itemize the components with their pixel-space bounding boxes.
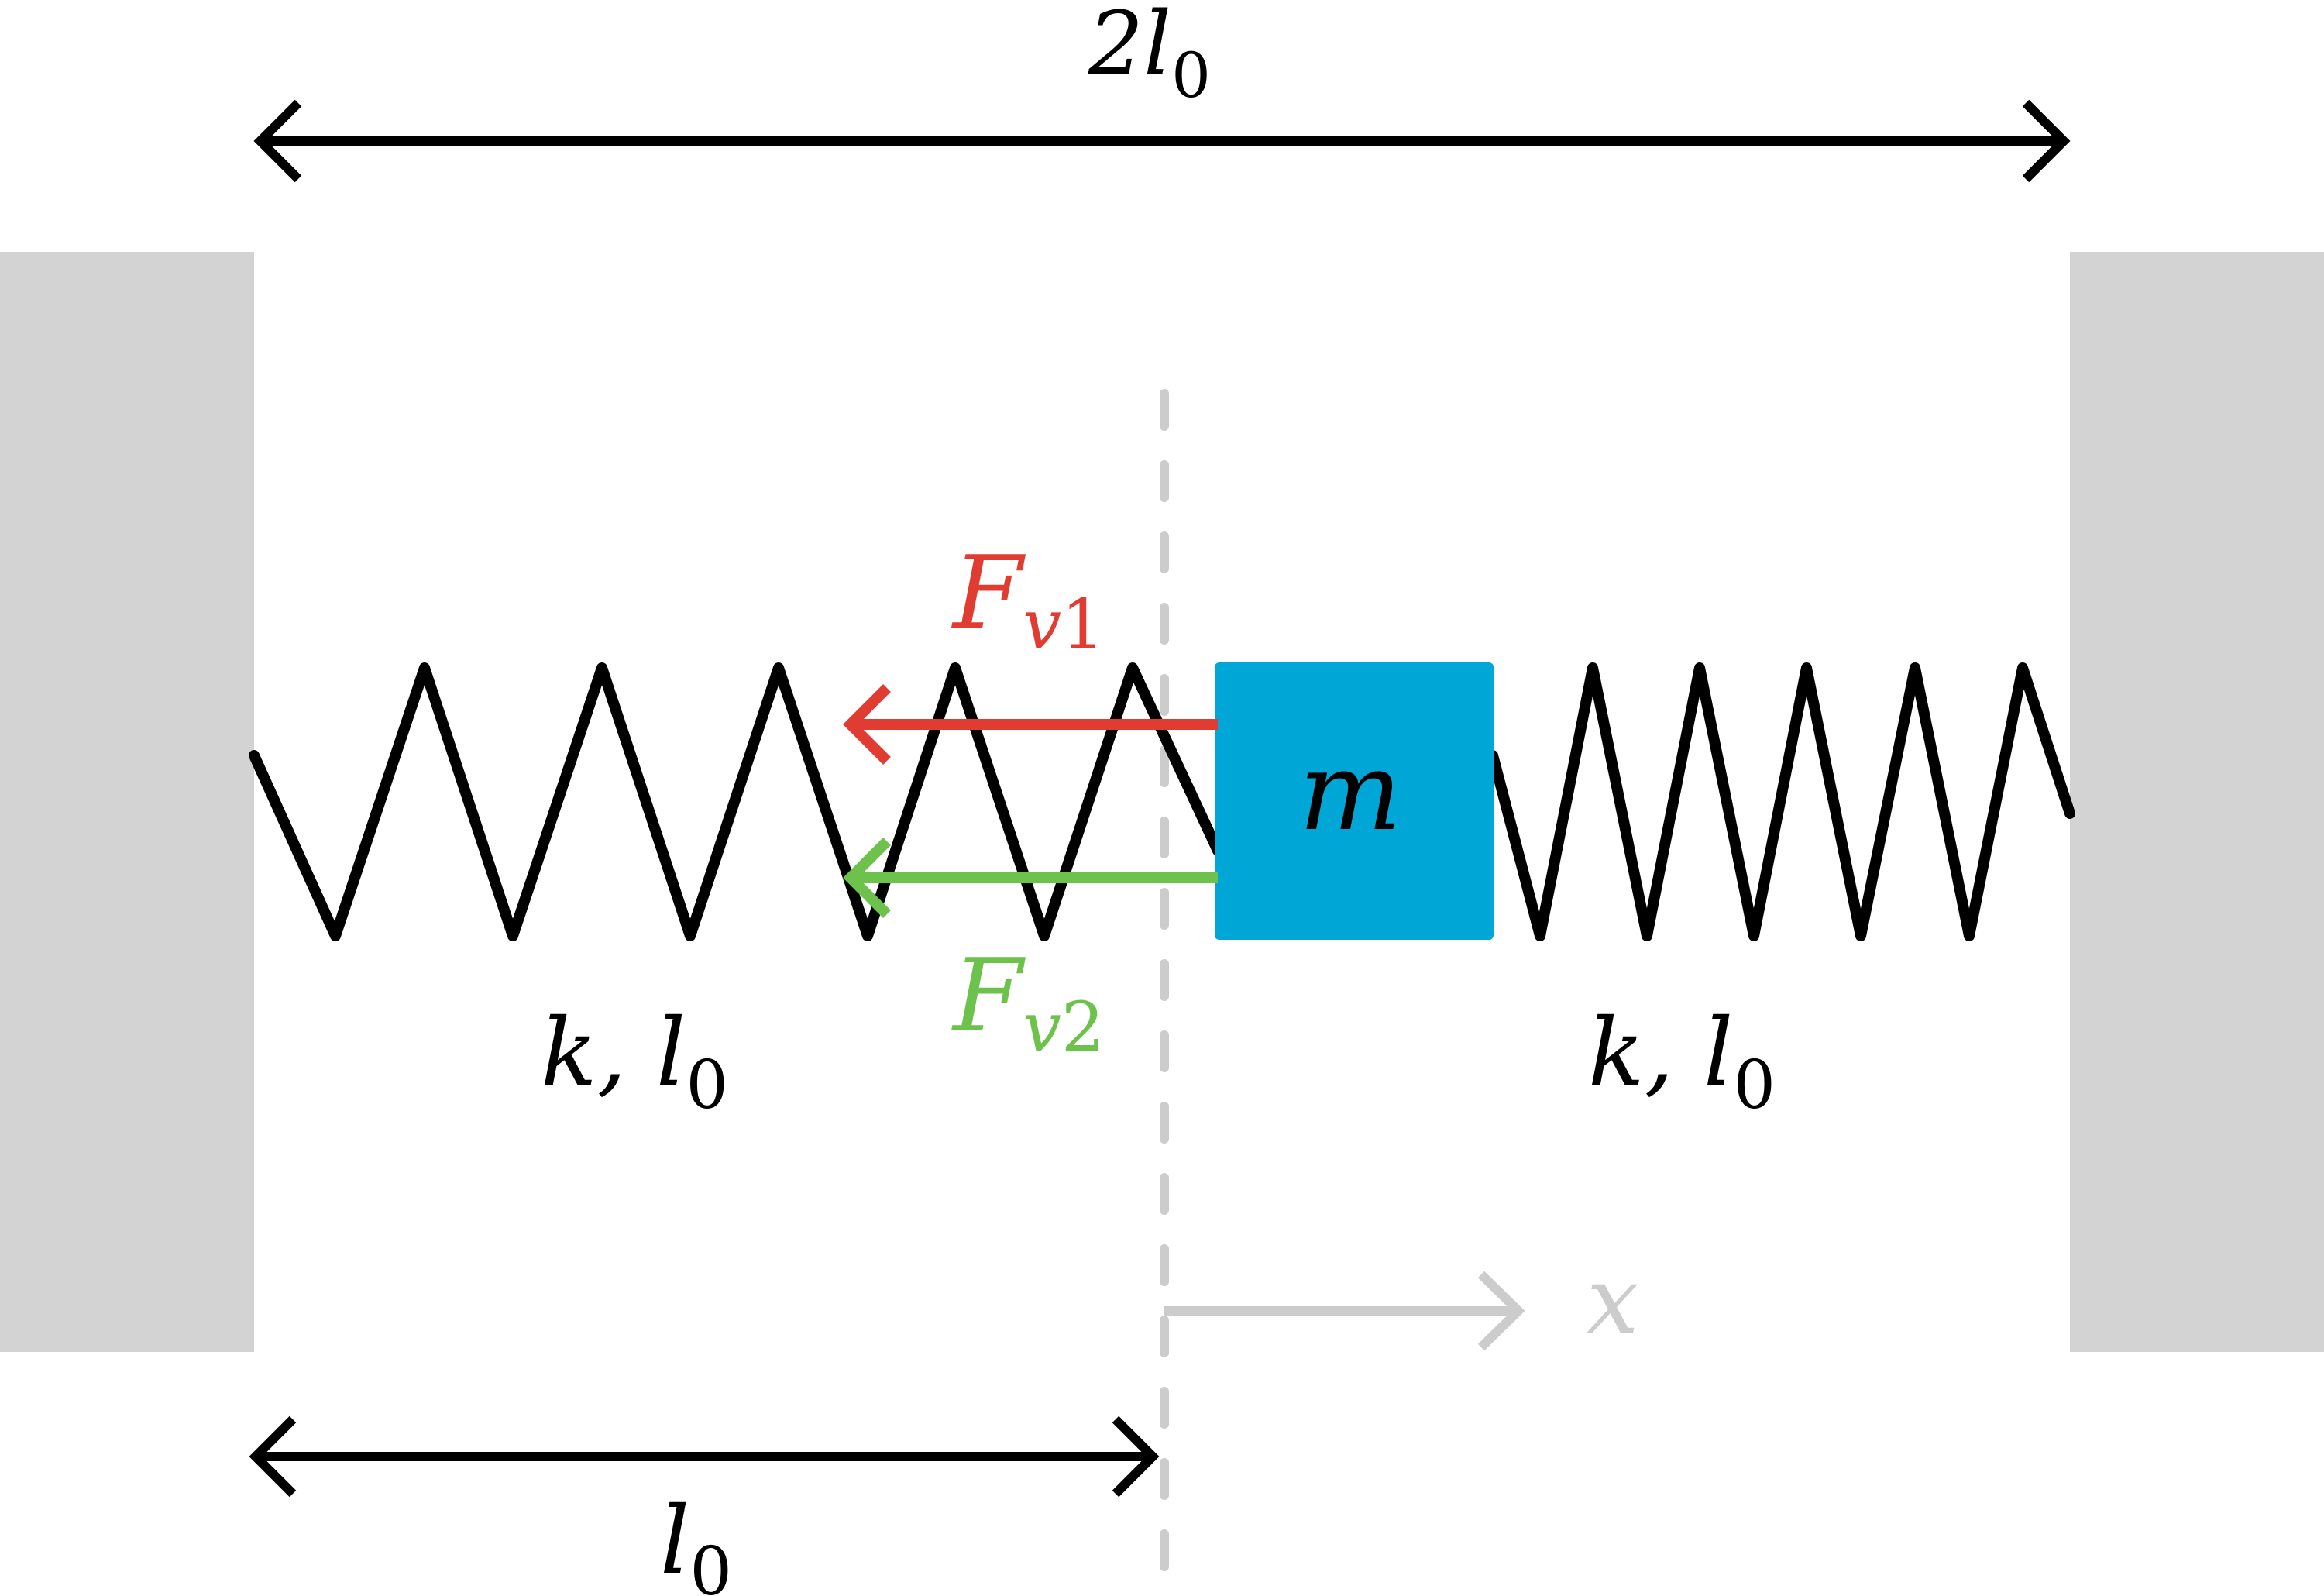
left-spring bbox=[249, 662, 1223, 941]
left-wall bbox=[0, 252, 254, 1352]
x-axis-arrow bbox=[1164, 1271, 1525, 1351]
right-spring-label-subscript: 0 bbox=[1733, 1047, 1776, 1124]
total-length-dimension-arrow bbox=[253, 99, 2071, 183]
x-axis-label: x bbox=[1587, 1247, 1639, 1355]
mass-block bbox=[1215, 662, 1494, 940]
force-1-label: Fv1 bbox=[951, 534, 1105, 664]
force-1-arrow bbox=[843, 684, 1218, 765]
force-2-label: Fv2 bbox=[951, 937, 1105, 1067]
left-spring-label-main: k, l bbox=[541, 999, 686, 1107]
force-1-subscript-var: v bbox=[1023, 584, 1061, 664]
right-spring-label-main: k, l bbox=[1588, 999, 1733, 1107]
total-length-subscript: 0 bbox=[1171, 40, 1211, 112]
mass-label: m bbox=[1299, 729, 1402, 855]
force-2-main: F bbox=[951, 937, 1026, 1054]
force-1-main: F bbox=[951, 534, 1026, 652]
left-spring-label: k, l0 bbox=[541, 999, 728, 1124]
left-spring-label-subscript: 0 bbox=[686, 1047, 728, 1124]
force-1-subscript-num: 1 bbox=[1061, 584, 1105, 664]
total-length-main: 2l bbox=[1088, 0, 1171, 95]
right-spring bbox=[1487, 662, 2075, 941]
force-2-arrow bbox=[843, 838, 1218, 918]
half-length-label: l0 bbox=[660, 1488, 732, 1596]
force-2-subscript-num: 2 bbox=[1061, 987, 1105, 1067]
half-length-main: l bbox=[660, 1488, 689, 1595]
right-spring-label: k, l0 bbox=[1588, 999, 1776, 1124]
half-length-dimension-arrow bbox=[249, 1415, 1160, 1498]
right-wall bbox=[2070, 252, 2324, 1352]
total-length-label: 2l0 bbox=[1088, 0, 1211, 112]
force-2-subscript-var: v bbox=[1023, 987, 1061, 1067]
half-length-subscript: 0 bbox=[689, 1533, 732, 1596]
